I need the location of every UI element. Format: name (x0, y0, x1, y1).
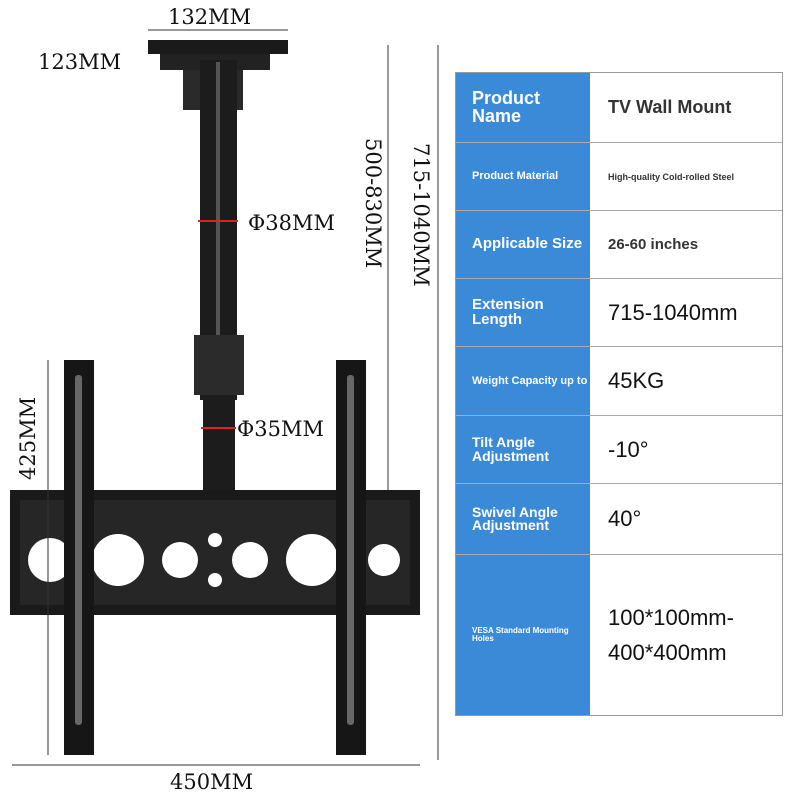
table-row: Product Material High-quality Cold-rolle… (456, 143, 782, 211)
table-row: Applicable Size 26-60 inches (456, 211, 782, 279)
table-row: Tilt Angle Adjustment -10° (456, 416, 782, 484)
row-value: -10° (608, 436, 649, 462)
row-label: Weight Capacity up to (456, 347, 590, 415)
table-row: Extension Length 715-1040mm (456, 279, 782, 347)
row-value: 40° (608, 506, 642, 531)
top-plate-width-label: 132MM (168, 5, 252, 29)
bracket-height-label: 425MM (16, 396, 40, 480)
total-length-label: 715-1040MM (409, 143, 433, 287)
row-label: Product Material (456, 143, 590, 210)
bracket-width-label: 450MM (170, 770, 254, 794)
row-value: 45KG (608, 368, 665, 393)
row-value: 715-1040mm (608, 299, 738, 325)
row-label: Applicable Size (456, 211, 590, 278)
row-label: Swivel Angle Adjustment (456, 484, 590, 554)
row-value: 26-60 inches (608, 236, 699, 253)
table-row: Weight Capacity up to 45KG (456, 347, 782, 416)
row-value: 100*100mm-400*400mm (608, 604, 734, 665)
row-label: Tilt Angle Adjustment (456, 416, 590, 483)
row-label: Product Name (456, 73, 590, 142)
row-value: TV Wall Mount (608, 97, 732, 117)
table-row: Swivel Angle Adjustment 40° (456, 484, 782, 555)
row-label: Extension Length (456, 279, 590, 346)
table-row: VESA Standard Mounting Holes 100*100mm-4… (456, 555, 782, 715)
upper-tube-diameter-label: Φ38MM (248, 211, 335, 235)
lower-tube-diameter-label: Φ35MM (237, 417, 324, 441)
pole-length-label: 500-830MM (361, 138, 385, 269)
top-plate-depth-label: 123MM (38, 50, 122, 74)
row-label: VESA Standard Mounting Holes (456, 555, 590, 715)
table-row: Product Name TV Wall Mount (456, 73, 782, 143)
spec-table: Product Name TV Wall Mount Product Mater… (455, 72, 783, 716)
row-value: High-quality Cold-rolled Steel (608, 171, 735, 182)
